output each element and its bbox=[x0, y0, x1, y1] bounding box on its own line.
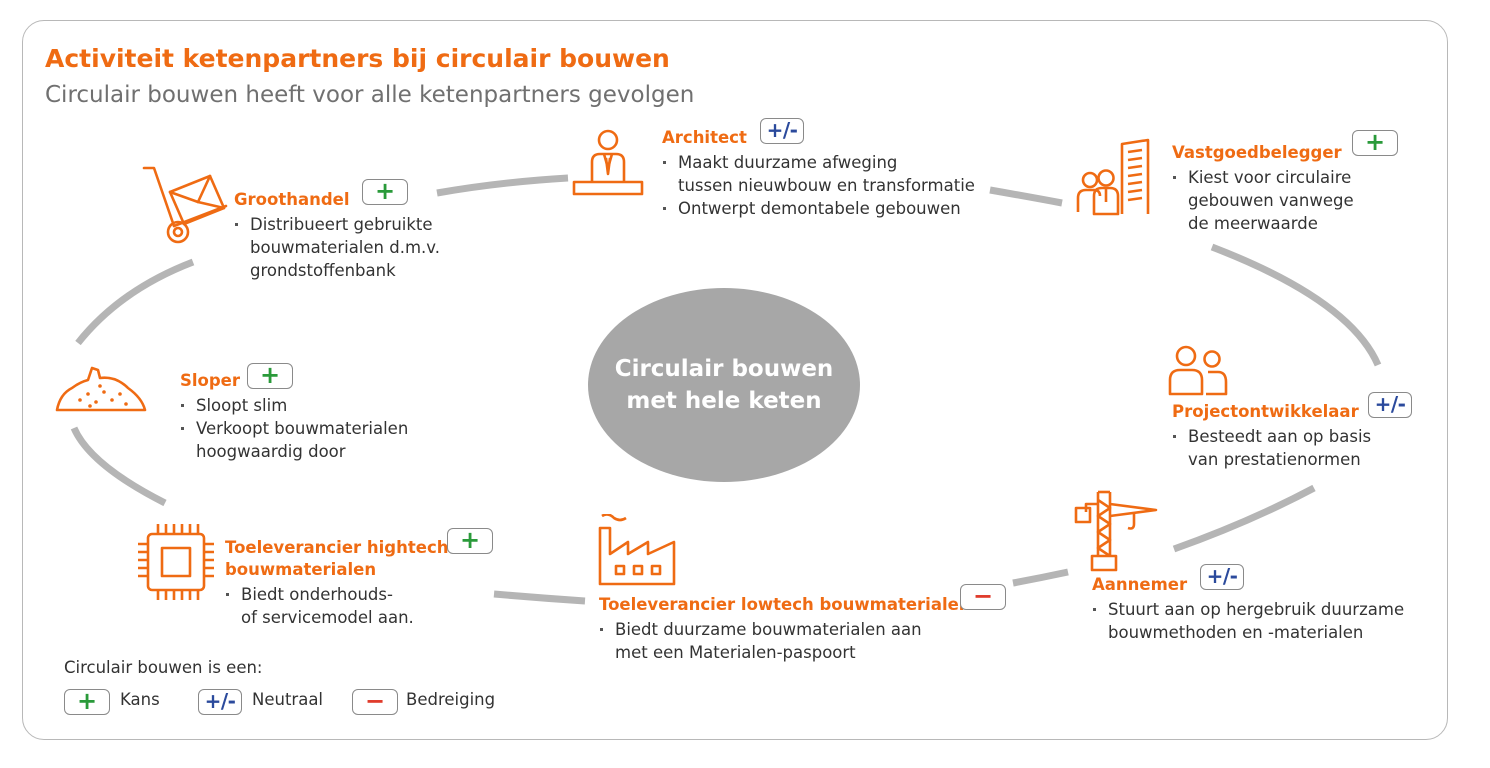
legend-neutral-badge: +/- bbox=[198, 689, 242, 715]
vastgoedbelegger-name: Vastgoedbelegger bbox=[1172, 143, 1342, 162]
partner-hightech: Toeleverancier hightech bouwmaterialen B… bbox=[225, 537, 448, 629]
arc-sloper-groothandel bbox=[75, 258, 195, 346]
groothandel-badge: + bbox=[362, 179, 408, 205]
lowtech-name: Toeleverancier lowtech bouwmaterialen bbox=[599, 595, 971, 614]
arc-groothandel-architect bbox=[436, 174, 569, 197]
vastgoedbelegger-icon bbox=[1076, 138, 1150, 216]
diagram-frame bbox=[22, 20, 1448, 740]
vastgoedbelegger-badge: + bbox=[1352, 130, 1398, 156]
hightech-bullet-1b: of servicemodel aan. bbox=[241, 608, 414, 627]
architect-bullet-1: Maakt duurzame afweging bbox=[662, 151, 975, 174]
partner-architect: Architect Maakt duurzame afweging tussen… bbox=[662, 127, 975, 220]
architect-name: Architect bbox=[662, 128, 747, 147]
page-title: Activiteit ketenpartners bij circulair b… bbox=[45, 44, 670, 73]
sloper-name: Sloper bbox=[180, 371, 241, 390]
partner-projectontwikkelaar: Projectontwikkelaar Besteedt aan op basi… bbox=[1172, 401, 1371, 471]
vastgoedbelegger-bullet-1: Kiest voor circulaire bbox=[1172, 166, 1354, 189]
hightech-bullet-1: Biedt onderhouds- bbox=[225, 583, 448, 606]
aannemer-name: Aannemer bbox=[1092, 575, 1188, 594]
center-line-1: Circulair bouwen bbox=[614, 356, 834, 382]
factory-icon bbox=[598, 514, 676, 586]
crane-icon bbox=[1074, 490, 1158, 572]
legend-plus-badge: + bbox=[64, 689, 110, 715]
chip-icon bbox=[138, 524, 214, 600]
aannemer-bullet-1b: bouwmethoden en -materialen bbox=[1108, 623, 1364, 642]
partner-lowtech: Toeleverancier lowtech bouwmaterialen Bi… bbox=[599, 594, 971, 664]
architect-bullet-2: Ontwerpt demontabele gebouwen bbox=[662, 197, 975, 220]
projectontwikkelaar-name: Projectontwikkelaar bbox=[1172, 402, 1359, 421]
sloper-bullet-2b: hoogwaardig door bbox=[196, 442, 346, 461]
projectontwikkelaar-badge: +/- bbox=[1368, 392, 1412, 418]
aannemer-bullet-1: Stuurt aan op hergebruik duurzame bbox=[1092, 598, 1404, 621]
arc-lowtech-hightech bbox=[493, 590, 586, 605]
sloper-bullet-2: Verkoopt bouwmaterialen bbox=[180, 417, 408, 440]
sloper-badge: + bbox=[247, 363, 293, 389]
partner-aannemer: Aannemer Stuurt aan op hergebruik duurza… bbox=[1092, 574, 1404, 644]
architect-icon bbox=[572, 129, 644, 196]
hightech-name-line-2: bouwmaterialen bbox=[225, 560, 377, 579]
arc-architect-vastgoed bbox=[989, 186, 1063, 207]
partner-vastgoedbelegger: Vastgoedbelegger Kiest voor circulaire g… bbox=[1172, 142, 1354, 235]
groothandel-name: Groothandel bbox=[234, 190, 350, 209]
projectontwikkelaar-bullet-1: Besteedt aan op basis bbox=[1172, 425, 1371, 448]
hightech-badge: + bbox=[447, 528, 493, 554]
partner-sloper: Sloper Sloopt slim Verkoopt bouwmaterial… bbox=[180, 370, 408, 463]
sloper-bullet-1: Sloopt slim bbox=[180, 394, 408, 417]
hand-truck-icon bbox=[142, 166, 228, 244]
legend-minus-label: Bedreiging bbox=[406, 690, 496, 709]
arc-projectontwikkelaar-aannemer bbox=[1172, 484, 1316, 553]
people-icon bbox=[1168, 345, 1228, 396]
groothandel-bullet-1b: bouwmaterialen d.m.v. bbox=[250, 238, 441, 257]
page-subtitle: Circulair bouwen heeft voor alle ketenpa… bbox=[45, 82, 695, 108]
legend-title: Circulair bouwen is een: bbox=[64, 658, 263, 677]
architect-bullet-1b: tussen nieuwbouw en transformatie bbox=[678, 176, 975, 195]
partner-groothandel: Groothandel Distribueert gebruikte bouwm… bbox=[234, 189, 440, 282]
legend-plus-label: Kans bbox=[120, 690, 160, 709]
hightech-name-line-1: Toeleverancier hightech bbox=[225, 538, 449, 557]
center-ellipse: Circulair bouwen met hele keten bbox=[588, 288, 860, 482]
architect-badge: +/- bbox=[760, 118, 804, 144]
arc-vastgoed-projectontwikkelaar bbox=[1210, 243, 1382, 367]
groothandel-bullet-1: Distribueert gebruikte bbox=[234, 213, 440, 236]
vastgoedbelegger-bullet-1b: gebouwen vanwege bbox=[1188, 191, 1354, 210]
lowtech-bullet-1: Biedt duurzame bouwmaterialen aan bbox=[599, 618, 971, 641]
arc-aannemer-lowtech bbox=[1012, 568, 1069, 587]
legend-neutral-label: Neutraal bbox=[252, 690, 324, 709]
legend-minus-badge: − bbox=[352, 689, 398, 715]
aannemer-badge: +/- bbox=[1200, 564, 1244, 590]
projectontwikkelaar-bullet-1b: van prestatienormen bbox=[1188, 450, 1361, 469]
lowtech-bullet-1b: met een Materialen-paspoort bbox=[615, 643, 856, 662]
rubble-pile-icon bbox=[55, 366, 147, 412]
arc-hightech-sloper bbox=[70, 426, 167, 507]
vastgoedbelegger-bullet-1c: de meerwaarde bbox=[1188, 214, 1318, 233]
center-line-2: met hele keten bbox=[626, 388, 822, 414]
hightech-name: Toeleverancier hightech bouwmaterialen bbox=[225, 537, 448, 581]
groothandel-bullet-1c: grondstoffenbank bbox=[250, 261, 396, 280]
lowtech-badge: − bbox=[960, 584, 1006, 610]
